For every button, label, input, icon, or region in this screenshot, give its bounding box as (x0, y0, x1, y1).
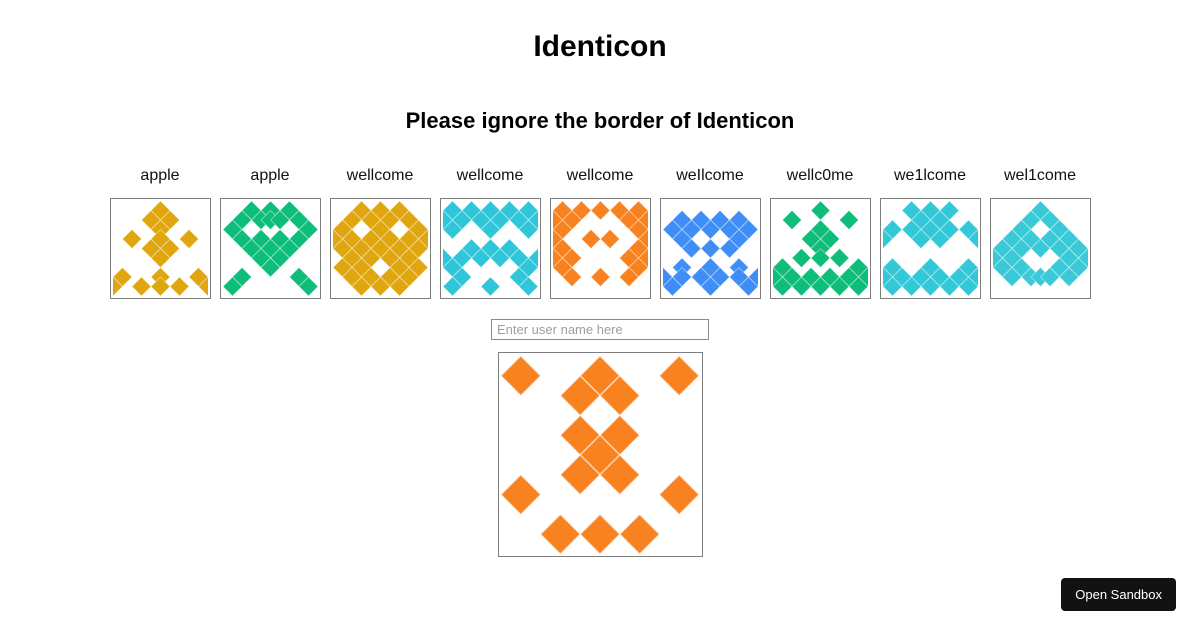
username-input[interactable] (491, 319, 709, 340)
identicon-label: wellcome (346, 167, 414, 184)
identicon-box (109, 198, 211, 299)
identicon-box (549, 198, 651, 299)
identicon-label: apple (250, 167, 290, 184)
identicon-item-7: wellc0me (769, 166, 871, 299)
identicon-gallery: apple apple wellcome wellcome wellcome weIlco… (0, 166, 1200, 299)
identicon-svg (662, 209, 758, 296)
identicon-box (219, 198, 321, 299)
identicon-box (879, 198, 981, 299)
identicon-svg (882, 201, 978, 296)
identicon-svg (992, 201, 1088, 288)
identicon-item-2: apple (219, 166, 321, 299)
subtitle: Please ignore the border of Identicon (405, 108, 795, 133)
identicon-box (329, 198, 431, 299)
result-identicon-box (497, 352, 703, 557)
identicon-label: weIlcome (676, 167, 744, 184)
identicon-label: apple (140, 167, 180, 184)
identicon-item-9: wel1come (989, 166, 1091, 299)
result-row (0, 352, 1200, 557)
identicon-svg (501, 355, 699, 554)
identicon-svg (222, 201, 318, 296)
identicon-svg (552, 201, 648, 288)
identicon-item-5: wellcome (549, 166, 651, 299)
identicon-label: we1lcome (893, 167, 967, 184)
identicon-item-1: apple (109, 166, 211, 299)
identicon-label: wellcome (456, 167, 524, 184)
identicon-box (659, 198, 761, 299)
identicon-box (769, 198, 871, 299)
identicon-svg (112, 201, 208, 296)
identicon-item-3: wellcome (329, 166, 431, 299)
identicon-label: wel1come (1003, 167, 1077, 184)
identicon-svg (332, 201, 428, 296)
identicon-box (989, 198, 1091, 299)
identicon-svg (772, 201, 868, 296)
open-sandbox-button[interactable]: Open Sandbox (1061, 578, 1176, 611)
input-row (0, 319, 1200, 340)
identicon-label: wellc0me (786, 167, 854, 184)
page-title: Identicon (533, 30, 667, 63)
identicon-svg (442, 201, 538, 296)
identicon-item-8: we1lcome (879, 166, 981, 299)
identicon-item-6: weIlcome (659, 166, 761, 299)
identicon-box (439, 198, 541, 299)
identicon-item-4: wellcome (439, 166, 541, 299)
identicon-label: wellcome (566, 167, 634, 184)
